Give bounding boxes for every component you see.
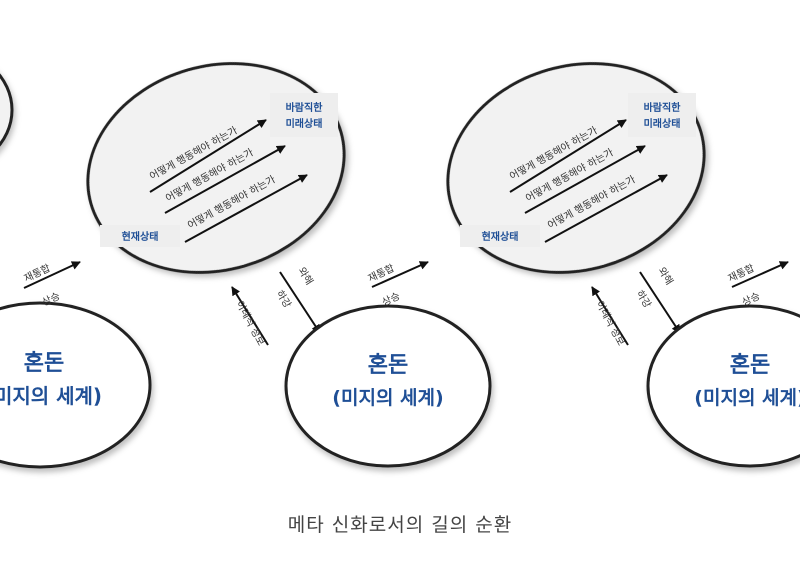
desired-state-box-2 <box>628 93 696 137</box>
desired-state-line2-1: 미래상태 <box>286 117 323 130</box>
chaos-ellipse-left <box>0 301 152 469</box>
current-state-box-2 <box>460 225 540 247</box>
right-partial-group: 혼돈 (미지의 세계) 재통합 상승 <box>646 261 800 468</box>
middle-group: 혼돈 (미지의 세계) 재통합 상승 바람직한 미래상태 현재상태 어떻게 행동… <box>284 62 706 468</box>
desired-state-line1-1: 바람직한 <box>286 101 324 114</box>
dissolve-label-2: 와해 <box>655 265 676 287</box>
how-arrow-2c <box>544 174 668 243</box>
desired-state-box-1 <box>270 93 338 137</box>
chaos-title-left: 혼돈 <box>24 351 64 376</box>
integrate-label-middle: 재통합 <box>366 262 396 285</box>
order-ellipse-left-partial <box>0 73 14 147</box>
how-arrow-1a <box>149 119 267 193</box>
how-arrow-1c <box>184 174 308 243</box>
chaos-subtitle-right: (미지의 세계) <box>694 387 800 409</box>
ascend-arrow-left <box>23 261 81 289</box>
chaos-ellipse-middle <box>284 304 492 468</box>
chaos-subtitle-left: 미지의 세계) <box>0 384 102 408</box>
desired-state-line1-2: 바람직한 <box>644 101 682 114</box>
descend-label-1: 하강 <box>273 288 294 310</box>
descend-arrow-2 <box>639 271 681 334</box>
dissolve-label-1: 와해 <box>295 265 316 287</box>
current-state-box-1 <box>100 225 180 247</box>
chaos-title-right: 혼돈 <box>730 353 770 378</box>
integrate-label-right: 재통합 <box>726 262 756 285</box>
chaos-subtitle-middle: (미지의 세계) <box>332 387 443 409</box>
ascend-arrow-middle <box>371 261 429 288</box>
anomaly-label-1: 이례적 정보 <box>233 299 267 348</box>
current-state-label-2: 현재상태 <box>482 230 519 243</box>
ascend-arrow-right <box>731 261 789 288</box>
anomaly-arrow-2 <box>591 286 629 346</box>
left-partial-group: 혼돈 미지의 세계) 재통합 상승 바람직한 미래상태 현재상태 어떻게 행동해… <box>0 62 346 469</box>
anomaly-arrow-1 <box>231 286 269 346</box>
how-arrow-2b <box>524 145 646 214</box>
desired-state-line2-2: 미래상태 <box>644 117 681 130</box>
diagram-caption: 메타 신화로서의 길의 순환 <box>287 514 513 536</box>
chaos-title-middle: 혼돈 <box>368 353 408 378</box>
descend-arrow-1 <box>279 271 321 334</box>
chaos-ellipse-right <box>646 304 800 468</box>
descend-label-2: 하강 <box>633 288 654 310</box>
current-state-label-1: 현재상태 <box>122 230 159 243</box>
how-arrow-1b <box>164 145 286 214</box>
how-arrow-2a <box>509 119 627 193</box>
anomaly-label-2: 이례적 정보 <box>593 299 627 348</box>
